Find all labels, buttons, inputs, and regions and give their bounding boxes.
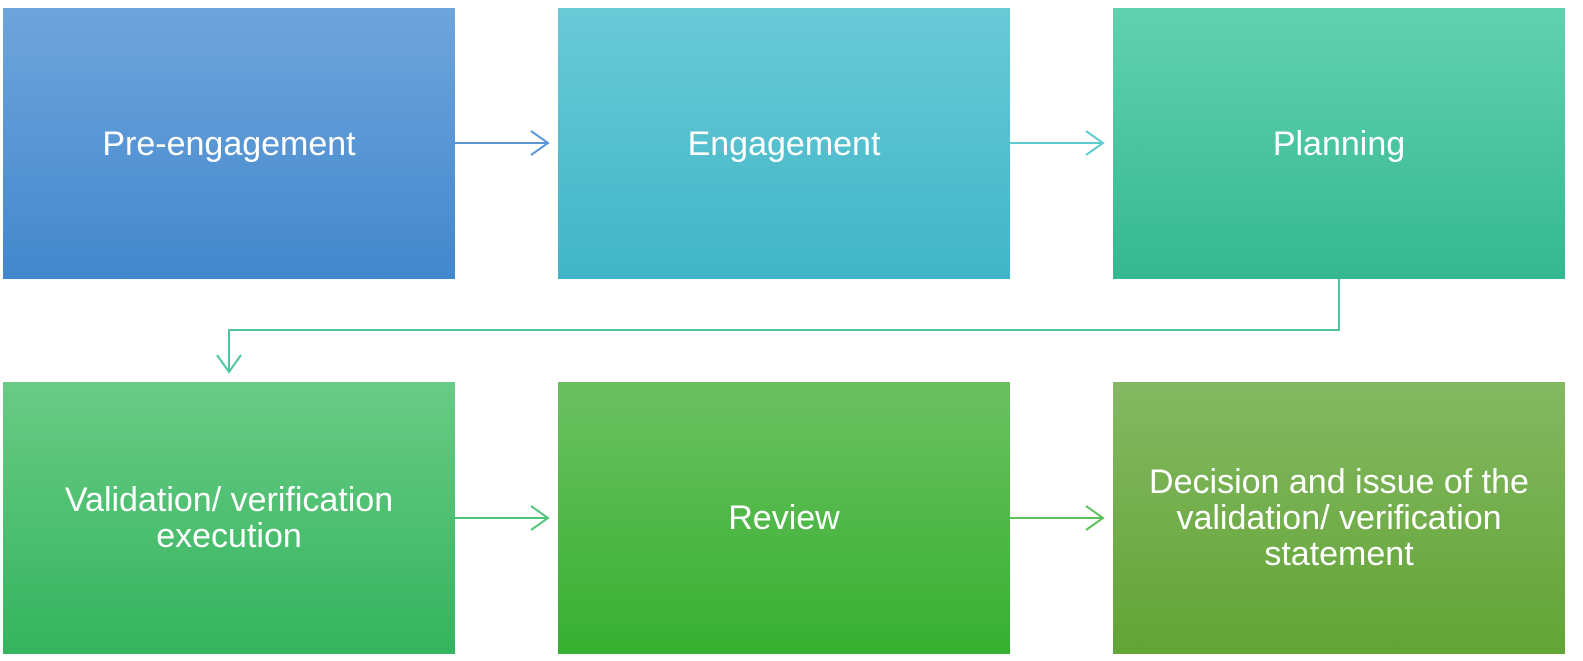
step-box-validation-verification-execution: Validation/ verification execution: [3, 382, 455, 654]
arrow-step1-to-step2: [455, 130, 550, 156]
step-box-pre-engagement: Pre-engagement: [3, 8, 455, 279]
step-label: Decision and issue of the validation/ ve…: [1149, 463, 1529, 573]
step-box-planning: Planning: [1113, 8, 1565, 279]
step-box-engagement: Engagement: [558, 8, 1010, 279]
step-label: Engagement: [687, 124, 881, 163]
step-box-decision-and-issue: Decision and issue of the validation/ ve…: [1113, 382, 1565, 654]
arrow-step5-to-step6: [1010, 505, 1105, 531]
step-label: Review: [728, 499, 840, 537]
step-label: Pre-engagement: [102, 124, 356, 163]
arrow-step3-to-step4: [216, 279, 1340, 374]
step-label: Planning: [1272, 124, 1406, 163]
arrow-step2-to-step3: [1010, 130, 1105, 156]
step-box-review: Review: [558, 382, 1010, 654]
arrow-step4-to-step5: [455, 505, 550, 531]
step-label: Validation/ verification execution: [64, 481, 394, 555]
